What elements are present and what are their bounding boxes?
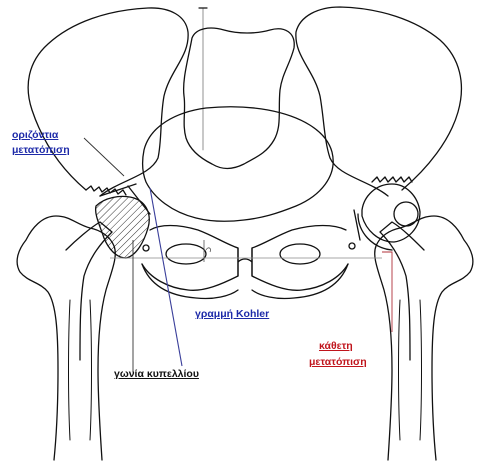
kohler-line <box>150 188 182 366</box>
left-acetabular-cup <box>96 196 150 258</box>
kohler-line-label: γραμμή Kohler <box>195 308 269 320</box>
horizontal-shift-label-line2: μετατόπιση <box>12 144 70 156</box>
vertical-shift-label-line2: μετατόπιση <box>309 356 367 368</box>
pubic-symphysis <box>238 248 252 276</box>
vertical-shift-label-line1: κάθετη <box>319 340 353 352</box>
left-screw-hole <box>143 245 149 251</box>
right-femur <box>375 216 473 460</box>
left-iliac-wing <box>28 8 188 196</box>
right-femoral-stem <box>380 222 424 360</box>
vertical-shift-bracket <box>382 252 392 332</box>
horizontal-shift-label-line1: οριζόντια <box>12 129 58 141</box>
pelvic-inlet <box>143 107 333 222</box>
right-screw-hole <box>349 243 355 249</box>
right-cup-liner <box>354 210 392 250</box>
left-obturator-foramen <box>166 244 206 264</box>
sacrum <box>184 28 295 168</box>
right-obturator-foramen <box>280 244 320 264</box>
right-iliac-wing <box>296 7 462 196</box>
right-acetabular-cup <box>362 184 420 242</box>
left-femur <box>17 216 115 460</box>
horizontal-shift-arrow <box>84 138 124 176</box>
ischial-lower-border <box>142 264 348 299</box>
cup-angle-label: γωνία κυπελλίου <box>114 368 199 380</box>
right-cup-serration <box>372 177 412 182</box>
